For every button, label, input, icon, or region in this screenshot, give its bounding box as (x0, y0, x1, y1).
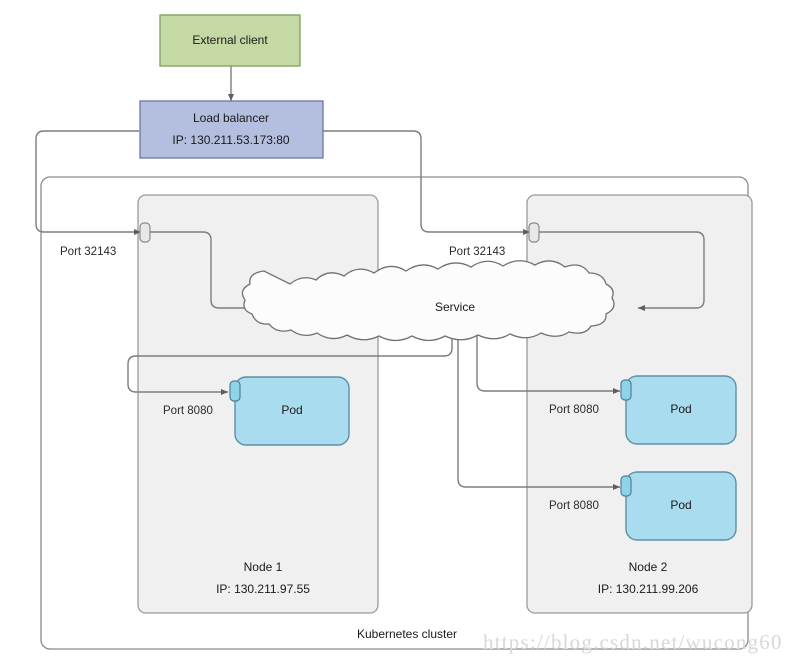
load-balancer-title: Load balancer (193, 111, 269, 125)
load-balancer-box (139, 100, 324, 159)
node-2-pod-2-label: Pod (670, 498, 691, 512)
load-balancer-ip: IP: 130.211.53.173:80 (172, 133, 290, 147)
load-balancer-node: Load balancer IP: 130.211.53.173:80 (139, 100, 324, 159)
edge-loadbalancer-to-node1-nodeport (35, 130, 141, 235)
edge-service-to-node2-pod-1 (476, 318, 620, 394)
node-2-pod-2: Pod Port 8080 (549, 471, 737, 541)
watermark-url: https://blog.csdn.net/wucong60 (483, 630, 783, 654)
node-1-pod-1-label: Pod (281, 403, 302, 417)
service-label: Service (435, 300, 475, 314)
node-2-pod-1-port-label: Port 8080 (549, 404, 599, 416)
service-cloud-shape (241, 260, 615, 342)
node-2-pod-2-box (625, 471, 737, 541)
node-2-pod-1-box (625, 375, 737, 445)
node-2-nodeport-connector (528, 222, 540, 243)
kubernetes-cluster-label: Kubernetes cluster (357, 627, 457, 641)
node-2-name: Node 2 (629, 560, 668, 574)
node-1-nodeport-label: Port 32143 (60, 246, 116, 258)
node-2-pod-1-label: Pod (670, 402, 691, 416)
external-client-label: External client (192, 33, 268, 47)
service-cloud: Service (241, 260, 615, 342)
external-client-node: External client (159, 14, 301, 67)
node-1-nodeport-connector (139, 222, 151, 243)
node-2-pod-1: Pod Port 8080 (549, 375, 737, 445)
edge-loadbalancer-to-node2-nodeport (323, 130, 530, 235)
node-2-pod-2-port-connector (620, 475, 632, 497)
node-1-nodeport: Port 32143 (60, 222, 151, 258)
node-2-ip: IP: 130.211.99.206 (598, 582, 699, 596)
edge-node1-nodeport-to-service (150, 231, 273, 311)
node-2-pod-1-port-connector (620, 379, 632, 401)
node-2-nodeport: Port 32143 (449, 222, 540, 258)
edge-service-to-node2-pod-2 (457, 318, 620, 490)
node-1-pod-1: Pod Port 8080 (163, 376, 350, 446)
edge-node2-nodeport-to-service (539, 231, 705, 311)
node-2-nodeport-label: Port 32143 (449, 246, 505, 258)
node-1-pod-1-port-connector (229, 380, 241, 402)
node-1-pod-1-port-label: Port 8080 (163, 405, 213, 417)
node-1-name: Node 1 (244, 560, 283, 574)
node-2-pod-2-port-label: Port 8080 (549, 500, 599, 512)
node-1-ip: IP: 130.211.97.55 (216, 582, 310, 596)
edge-service-to-node1-pod (127, 318, 453, 395)
node-1-pod-1-box (234, 376, 350, 446)
external-client-box (159, 14, 301, 67)
